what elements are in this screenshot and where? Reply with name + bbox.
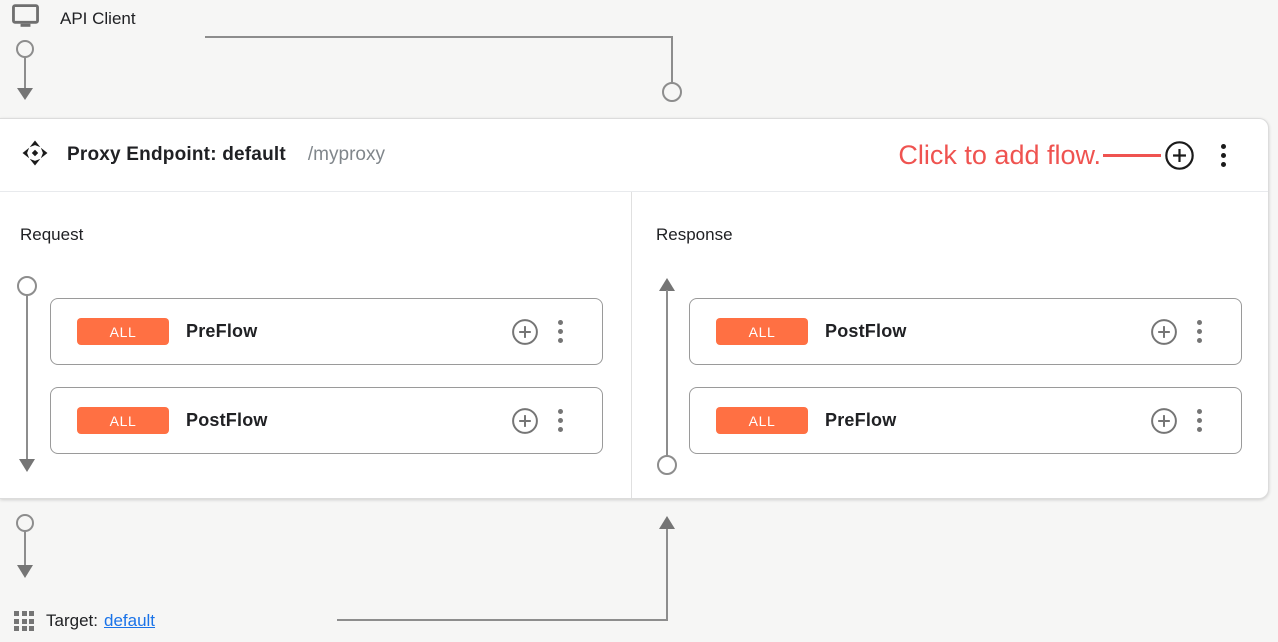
api-client-label: API Client — [60, 8, 136, 28]
request-label: Request — [20, 225, 84, 244]
proxy-endpoint-title: Proxy Endpoint: default — [67, 144, 286, 165]
add-policy-button[interactable] — [511, 318, 539, 346]
flow-card-request-preflow[interactable]: ALL PreFlow — [50, 298, 603, 365]
target-label: Target: — [46, 611, 98, 630]
monitor-icon — [12, 4, 39, 33]
plus-circle-icon — [1151, 407, 1177, 434]
proxy-endpoint-icon — [22, 140, 48, 171]
flow-menu-button[interactable] — [556, 318, 565, 345]
target-link[interactable]: default — [103, 611, 156, 630]
flow-card-response-preflow[interactable]: ALL PreFlow — [689, 387, 1242, 454]
connector-api-client-down — [16, 40, 34, 100]
connector-proxy-to-target — [16, 514, 34, 578]
flow-condition-badge: ALL — [77, 318, 169, 345]
proxy-endpoint-basepath: /myproxy — [307, 144, 385, 165]
flow-menu-button[interactable] — [1195, 407, 1204, 434]
flow-condition-badge: ALL — [77, 407, 169, 434]
kebab-icon — [1195, 318, 1204, 345]
plus-circle-icon — [512, 318, 538, 345]
plus-circle-icon — [512, 407, 538, 434]
grid-icon — [14, 611, 34, 631]
connector-target-to-response — [337, 516, 675, 621]
response-flow-list: ALL PostFlow — [689, 298, 1242, 454]
add-policy-button[interactable] — [1150, 318, 1178, 346]
request-column: Request ALL PreFlow — [0, 192, 632, 498]
proxy-endpoint-body: Request ALL PreFlow — [0, 192, 1268, 498]
flow-condition-badge: ALL — [716, 407, 808, 434]
add-policy-button[interactable] — [511, 407, 539, 435]
request-flow-list: ALL PreFlow — [50, 298, 603, 454]
flow-card-request-postflow[interactable]: ALL PostFlow — [50, 387, 603, 454]
response-label: Response — [656, 225, 733, 244]
kebab-icon — [556, 318, 565, 345]
flow-name: PreFlow — [825, 410, 897, 430]
add-flow-annotation-text: Click to add flow. — [898, 139, 1101, 170]
plus-circle-icon — [1165, 140, 1194, 170]
api-client-row: API Client — [12, 4, 136, 33]
flow-name: PostFlow — [825, 321, 907, 341]
plus-circle-icon — [1151, 318, 1177, 345]
flow-name: PostFlow — [186, 410, 268, 430]
proxy-endpoint-header: Proxy Endpoint: default /myproxy Click t… — [0, 119, 1268, 192]
flow-name: PreFlow — [186, 321, 258, 341]
endpoint-menu-button[interactable] — [1219, 142, 1228, 169]
response-column: Response ALL PostFlow — [632, 192, 1268, 498]
target-row: Target: default — [14, 606, 155, 636]
flow-condition-badge: ALL — [716, 318, 808, 345]
annotation-pointer-line — [1103, 153, 1161, 157]
connector-api-client-to-proxy — [205, 36, 682, 102]
add-policy-button[interactable] — [1150, 407, 1178, 435]
proxy-endpoint-panel: Proxy Endpoint: default /myproxy Click t… — [0, 118, 1269, 499]
flow-menu-button[interactable] — [1195, 318, 1204, 345]
kebab-icon — [1195, 407, 1204, 434]
flow-menu-button[interactable] — [556, 407, 565, 434]
add-flow-button[interactable] — [1164, 140, 1195, 171]
flow-card-response-postflow[interactable]: ALL PostFlow — [689, 298, 1242, 365]
kebab-icon — [556, 407, 565, 434]
add-flow-annotation: Click to add flow. — [898, 140, 1228, 171]
kebab-icon — [1219, 142, 1228, 169]
